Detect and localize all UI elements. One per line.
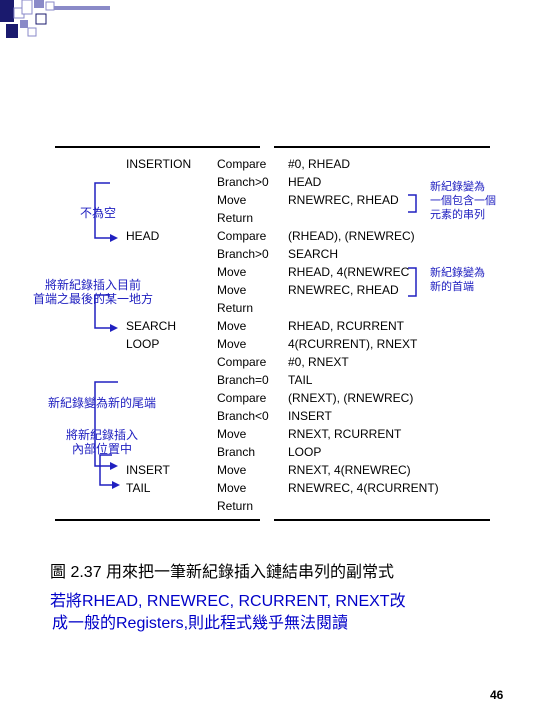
left-note-new-tail: 新紀錄變為新的尾端	[48, 396, 157, 410]
instruction-operands: #0, RNEXT	[288, 355, 349, 369]
arrow-to-insert	[94, 381, 118, 467]
arrowhead-icon	[112, 481, 120, 489]
instruction-opcode: Branch	[217, 445, 256, 459]
instruction-operands: RNEWREC, 4(RCURRENT)	[288, 481, 439, 495]
right-note-one-element: 新紀錄變為 一個包含一個 元素的串列	[430, 181, 496, 221]
arrow-to-search	[94, 294, 110, 329]
code-label: HEAD	[126, 229, 160, 243]
instruction-operands: RHEAD, 4(RNEWREC	[288, 265, 410, 279]
code-label: INSERTION	[126, 157, 192, 171]
instruction-operands: 4(RCURRENT), RNEXT	[288, 337, 418, 351]
code-label: LOOP	[126, 337, 160, 351]
top-rule-left	[55, 146, 260, 148]
arrowhead-icon	[110, 324, 118, 332]
bottom-rule-right	[274, 519, 490, 521]
instruction-operands: TAIL	[288, 373, 313, 387]
instruction-opcode: Return	[217, 211, 254, 225]
instruction-operands: RHEAD, RCURRENT	[288, 319, 405, 333]
instruction-opcode: Move	[217, 481, 247, 495]
instruction-opcode: Branch>0	[217, 175, 269, 189]
instruction-opcode: Branch<0	[217, 409, 269, 423]
instruction-operands: (RHEAD), (RNEWREC)	[288, 229, 415, 243]
corner-decoration	[0, 0, 110, 38]
instruction-opcode: Return	[217, 301, 254, 315]
instruction-opcode: Compare	[217, 157, 267, 171]
instruction-opcode: Return	[217, 499, 254, 513]
instruction-opcode: Move	[217, 265, 247, 279]
instruction-operands: HEAD	[288, 175, 322, 189]
instruction-opcode: Move	[217, 337, 247, 351]
instruction-operands: INSERT	[288, 409, 332, 423]
instruction-opcode: Move	[217, 427, 247, 441]
instruction-opcode: Branch>0	[217, 247, 269, 261]
arrowhead-icon	[110, 462, 118, 470]
instruction-operands: RNEXT, 4(RNEWREC)	[288, 463, 411, 477]
instruction-operands: RNEWREC, RHEAD	[288, 283, 399, 297]
code-label: INSERT	[126, 463, 170, 477]
instruction-operands: SEARCH	[288, 247, 339, 261]
bracket-one-element	[408, 194, 417, 213]
bracket-new-head	[408, 267, 417, 297]
page-number: 46	[490, 688, 504, 702]
left-note-not-empty: 不為空	[80, 206, 117, 220]
arrow-to-tail	[99, 454, 112, 486]
instruction-opcode: Move	[217, 283, 247, 297]
bottom-rule-left	[55, 519, 260, 521]
instruction-opcode: Compare	[217, 391, 267, 405]
instruction-opcode: Branch=0	[217, 373, 269, 387]
figure-caption: 圖 2.37 用來把一筆新紀錄插入鏈結串列的副常式	[50, 564, 395, 581]
right-note-new-head: 新紀錄變為 新的首端	[430, 267, 485, 293]
instruction-opcode: Compare	[217, 229, 267, 243]
instruction-operands: LOOP	[288, 445, 322, 459]
column-divider	[260, 148, 261, 519]
instruction-opcode: Move	[217, 193, 247, 207]
left-note-insert-head: 將新紀錄插入目前 首端之最後的某一地方	[33, 278, 154, 306]
arrowhead-icon	[110, 234, 118, 242]
code-label: TAIL	[126, 481, 151, 495]
instruction-operands: RNEWREC, RHEAD	[288, 193, 399, 207]
instruction-operands: #0, RHEAD	[288, 157, 351, 171]
left-note-insert-internal: 將新紀錄插入 內部位置中	[66, 428, 139, 456]
instruction-opcode: Move	[217, 319, 247, 333]
instruction-operands: (RNEXT), (RNEWREC)	[288, 391, 414, 405]
top-rule-right	[274, 146, 490, 148]
code-label: SEARCH	[126, 319, 177, 333]
instruction-operands: RNEXT, RCURRENT	[288, 427, 402, 441]
instruction-opcode: Compare	[217, 355, 267, 369]
instruction-opcode: Move	[217, 463, 247, 477]
remark: 若將RHEAD, RNEWREC, RCURRENT, RNEXT改 成一般的R…	[50, 593, 406, 632]
arrow-to-head	[94, 182, 110, 239]
